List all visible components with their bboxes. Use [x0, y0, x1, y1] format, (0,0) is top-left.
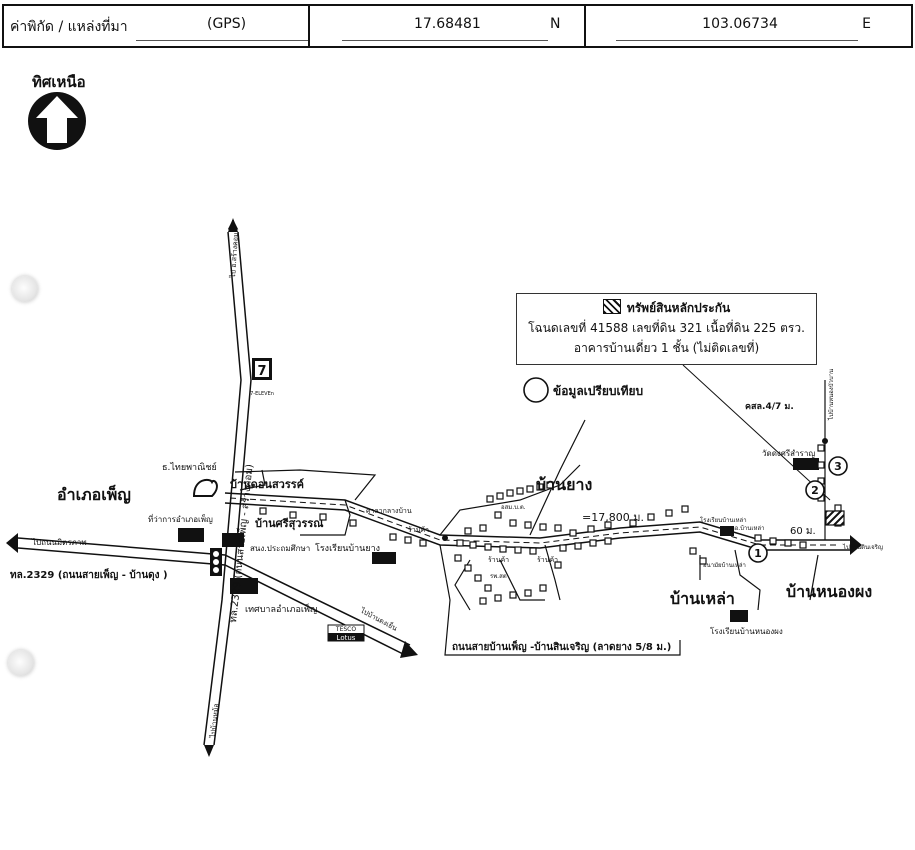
svg-text:7: 7 [257, 364, 266, 379]
local-roads [234, 364, 831, 656]
road-west-label: ไปถนนมิตรภาพ [31, 538, 87, 547]
source-cell: ค่าพิกัด / แหล่งที่มา (GPS) [4, 6, 310, 46]
school-ban-yang-label: โรงเรียนบ้านยาง [315, 543, 380, 554]
health-center-label: อนามัยบ้านเหล่า [703, 562, 746, 569]
education-label: สนง.ประถมศึกษา [250, 544, 310, 553]
coordinates-header: ค่าพิกัด / แหล่งที่มา (GPS) 17.68481 N 1… [2, 4, 913, 48]
collateral-parcel [825, 510, 845, 526]
coordinates-label: ค่าพิกัด / แหล่งที่มา [10, 19, 128, 35]
hospital-label: รพ.สต [490, 573, 507, 580]
ban-lao-label: บ้านเหล่า [670, 589, 735, 608]
sixty-m-label: 60 ม. [790, 526, 816, 537]
ban-don-sawan-label: บ้านดอนสวรรค์ [230, 478, 304, 491]
road-2329-label: ทล.2329 (ถนนสายเพ็ญ - บ้านดุง ) [10, 567, 168, 581]
to-udon-label: ไปบ้านหม้อ [208, 703, 221, 739]
legend-building: อาคารบ้านเดี่ยว 1 ชั้น (ไม่ติดเลขที่) [573, 341, 760, 355]
comparison-icon [523, 377, 549, 403]
source-value: (GPS) [207, 16, 247, 32]
svg-text:Lotus: Lotus [337, 634, 356, 642]
latitude-cell: 17.68481 N [310, 6, 587, 46]
seven-eleven-label: 7-ELEVEn [250, 391, 274, 397]
building-icons [178, 458, 819, 622]
school-nong-phong-label: โรงเรียนบ้านหนองผง [710, 626, 783, 636]
tesco-lotus-icon: TESCO Lotus [327, 624, 365, 642]
bank-icon [192, 478, 218, 497]
ban-lao-office-label: สภอ.บ้านเหล่า [727, 525, 764, 532]
longitude-value: 103.06734 [702, 16, 778, 32]
to-sangkhom-label: ไป อ.สร้างคอม [228, 232, 240, 279]
kor-sor-lor-label: คสล.4/7 ม. [745, 402, 794, 412]
comparison-label: ข้อมูลเปรียบเทียบ [553, 384, 643, 399]
longitude-dir: E [862, 16, 872, 32]
seven-eleven-icon: 7 [252, 358, 272, 380]
shop2-label: ร้านค้า [488, 556, 509, 564]
sala-label: ศาลากลางบ้าน [366, 507, 412, 515]
north-label: ทิศเหนือ [32, 73, 86, 91]
collateral-legend: ทรัพย์สินหลักประกัน โฉนดเลขที่ 41588 เลข… [516, 293, 817, 365]
punch-hole-top [12, 276, 38, 302]
to-nong-bua-label: ไปบ้านหนองบัวบาน [827, 369, 835, 421]
health-label: อสม.บ.ต. [501, 504, 526, 511]
marker-1: 1 [754, 547, 762, 560]
marker-3: 3 [834, 460, 842, 473]
north-arrow-icon [28, 92, 86, 150]
longitude-cell: 103.06734 E [586, 6, 911, 46]
school-ban-lao-label: โรงเรียนบ้านเหล่า [700, 516, 747, 524]
wat-label: วัดดงศรีสำราญ [762, 449, 815, 458]
ban-sri-suwan-label: บ้านศรีสุวรรณ [255, 517, 324, 531]
municipality-label: เทศบาลอำเภอเพ็ญ [245, 602, 318, 615]
ban-nong-phong-label: บ้านหนองผง [786, 582, 872, 601]
district-office-label: ที่ว่าการอำเภอเพ็ญ [148, 513, 213, 524]
comparison-markers [748, 456, 848, 563]
to-khon-khaen-label: ไปบ้านดินเจริญ [842, 543, 883, 551]
shop1-label: ร้านค้า [408, 526, 429, 534]
ban-yang-label: บ้านยาง [536, 475, 592, 494]
legend-collateral: ทรัพย์สินหลักประกัน [626, 301, 731, 315]
bank-label: ธ.ไทยพาณิชย์ [162, 461, 217, 473]
distance-label: =17,800 ม. [582, 511, 644, 524]
legend-collateral-row: ทรัพย์สินหลักประกัน [517, 298, 816, 318]
traffic-light-icon [210, 548, 222, 576]
latitude-dir: N [549, 16, 561, 32]
punch-hole-bottom [8, 650, 34, 676]
shop3-label: ร้านค้า [537, 556, 558, 564]
legend-deed: โฉนดเลขที่ 41588 เลขที่ดิน 321 เนื้อที่ด… [528, 321, 805, 335]
district-label: อำเภอเพ็ญ [57, 483, 131, 505]
road-note-label: ถนนสายบ้านเพ็ญ -บ้านสินเจริญ (ลาดยาง 5/8… [452, 639, 671, 653]
marker-2: 2 [811, 484, 819, 497]
latitude-value: 17.68481 [413, 16, 481, 32]
svg-text:TESCO: TESCO [335, 626, 356, 633]
hatch-icon [602, 299, 621, 314]
